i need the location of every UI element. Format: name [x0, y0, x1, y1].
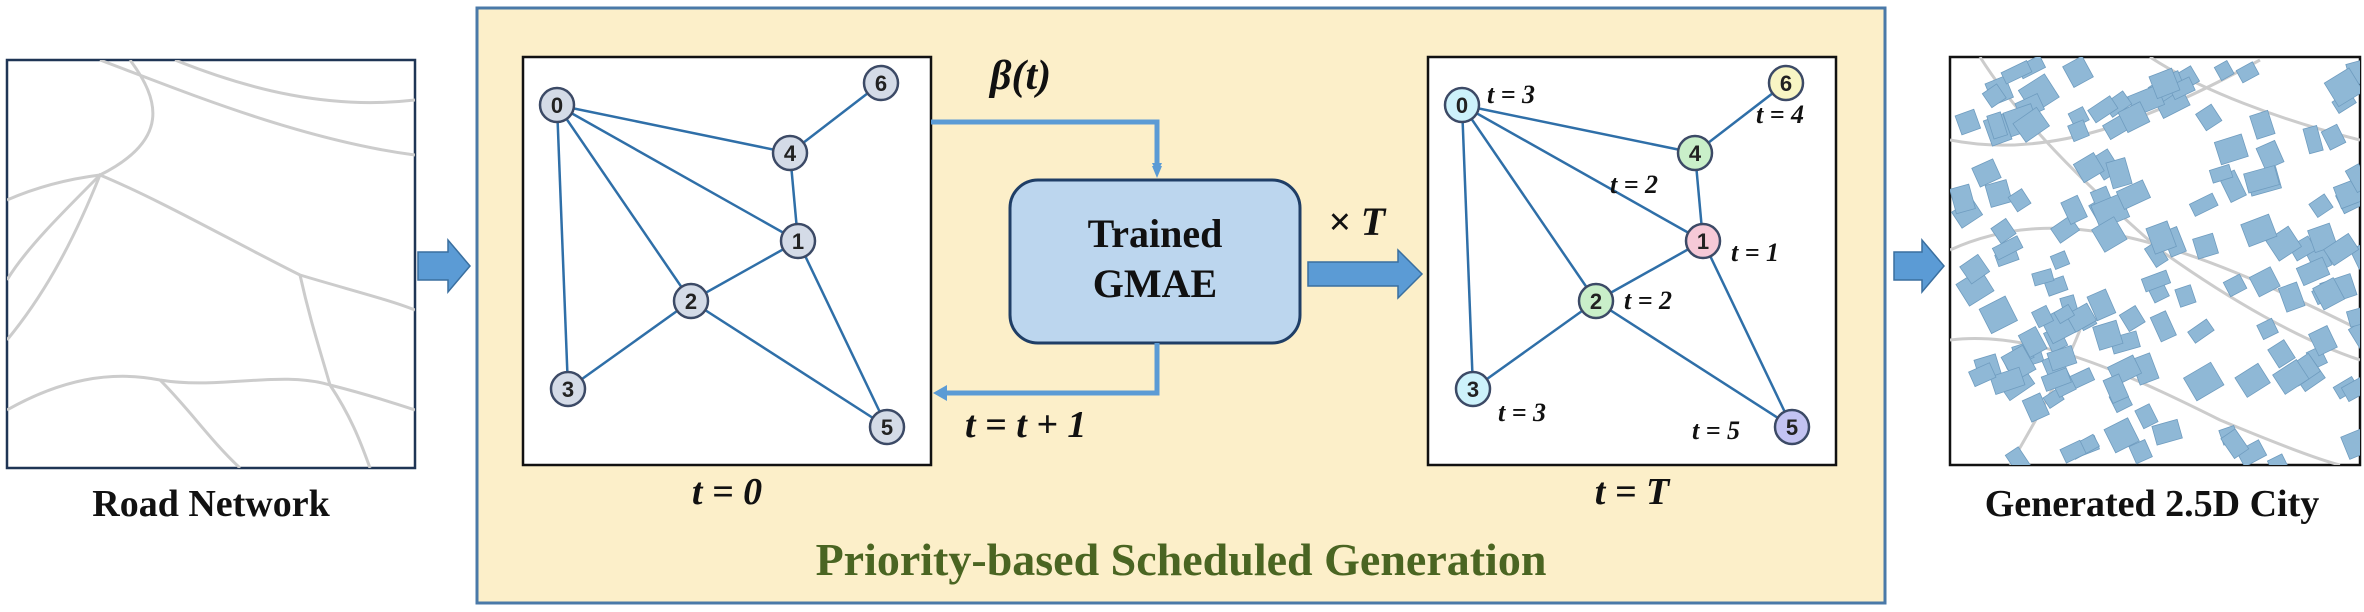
schedule-time-label: t = 4	[1756, 100, 1804, 129]
gmae-label-line1: Trained	[1087, 211, 1223, 256]
road-lines	[7, 60, 415, 468]
graph-edge-4-6	[1694, 82, 1787, 154]
loop-back-arrow	[945, 343, 1160, 396]
graph-node-3	[549, 370, 587, 408]
graph-edge-2-5	[690, 299, 888, 429]
graph-edge-1-5	[1701, 240, 1794, 428]
times-t-arrow	[1307, 248, 1424, 300]
graph-node-label: 3	[562, 377, 574, 402]
graph-edge-3-2	[1472, 299, 1597, 391]
graph-edge-4-6	[789, 82, 882, 154]
graph-edge-2-1	[1595, 239, 1704, 303]
road-network-caption: Road Network	[92, 483, 330, 525]
graph-edge-1-5	[796, 240, 889, 428]
graph-node-label: 5	[881, 415, 893, 440]
graph-edge-0-1	[1461, 103, 1704, 243]
graph-node-label: 4	[1689, 141, 1702, 166]
graph-initial: 0 1 2 3 4 5 6	[538, 64, 906, 446]
graph-node-label: 2	[1590, 289, 1602, 314]
graph-node-label: 0	[1456, 93, 1468, 118]
graph-node-label: 6	[875, 71, 887, 96]
graph-initial-caption: t = 0	[691, 471, 763, 513]
graph-edge-0-3	[1460, 104, 1475, 390]
graph-node-6	[1767, 64, 1805, 102]
arrow-panel-to-city	[1893, 237, 1945, 295]
graph-node-label: 6	[1780, 71, 1792, 96]
graph-node-1	[779, 222, 817, 260]
graph-box-initial	[521, 55, 933, 467]
city-buildings	[1950, 57, 2360, 465]
graph-node-1	[1684, 222, 1722, 260]
loop-back-arrowhead	[933, 385, 947, 401]
beta-label: β(t)	[990, 53, 1052, 99]
graph-node-label: 3	[1467, 377, 1479, 402]
graph-edge-0-2	[555, 104, 693, 302]
graph-node-2	[672, 282, 710, 320]
graph-edge-0-4	[1461, 103, 1696, 155]
schedule-time-label: t = 5	[1692, 416, 1740, 445]
arrow-road-to-panel	[417, 237, 471, 295]
graph-final-caption: t = T	[1594, 471, 1670, 513]
graph-node-0	[538, 86, 576, 124]
graph-edge-0-1	[556, 103, 799, 243]
graph-node-4	[1676, 134, 1714, 172]
graph-scheduled: 0 t = 3 1 t = 1 2 t = 2 3 t = 3 4 t = 2 5 t = 5 6 t =…	[1443, 64, 1811, 446]
graph-node-4	[771, 134, 809, 172]
graph-node-2	[1577, 282, 1615, 320]
panel-title: Priority-based Scheduled Generation	[815, 534, 1547, 585]
schedule-time-label: t = 3	[1487, 80, 1535, 109]
beta-arrowhead	[1152, 166, 1162, 178]
graph-node-5	[868, 408, 906, 446]
graph-edge-0-3	[555, 104, 570, 390]
graph-edge-3-2	[567, 299, 692, 391]
graph-node-label: 1	[1697, 229, 1709, 254]
graph-node-3	[1454, 370, 1492, 408]
graph-node-label: 2	[685, 289, 697, 314]
graph-edges	[555, 82, 889, 429]
generated-city-caption: Generated 2.5D City	[1984, 483, 2320, 525]
graph-node-5	[1773, 408, 1811, 446]
gmae-label-line2: GMAE	[1092, 261, 1218, 306]
graph-node-label: 4	[784, 141, 797, 166]
graph-edge-0-4	[556, 103, 791, 155]
graph-edge-0-2	[1460, 104, 1598, 302]
graph-node-label: 5	[1786, 415, 1798, 440]
graph-edge-2-1	[690, 239, 799, 303]
update-label: t = t + 1	[965, 404, 1087, 446]
graph-edge-2-5	[1595, 299, 1793, 429]
graph-node-6	[862, 64, 900, 102]
schedule-time-label: t = 2	[1624, 286, 1672, 315]
road-network-panel	[5, 58, 417, 470]
city-panel	[1948, 55, 2362, 467]
graph-node-0	[1443, 86, 1481, 124]
schedule-time-label: t = 3	[1498, 398, 1546, 427]
graph-node-label: 1	[792, 229, 804, 254]
times-t-label: × T	[1328, 199, 1386, 244]
schedule-time-label: t = 2	[1610, 170, 1658, 199]
schedule-time-label: t = 1	[1731, 238, 1779, 267]
graph-edges	[1460, 82, 1794, 429]
graph-node-label: 0	[551, 93, 563, 118]
beta-input-arrow	[931, 119, 1162, 173]
